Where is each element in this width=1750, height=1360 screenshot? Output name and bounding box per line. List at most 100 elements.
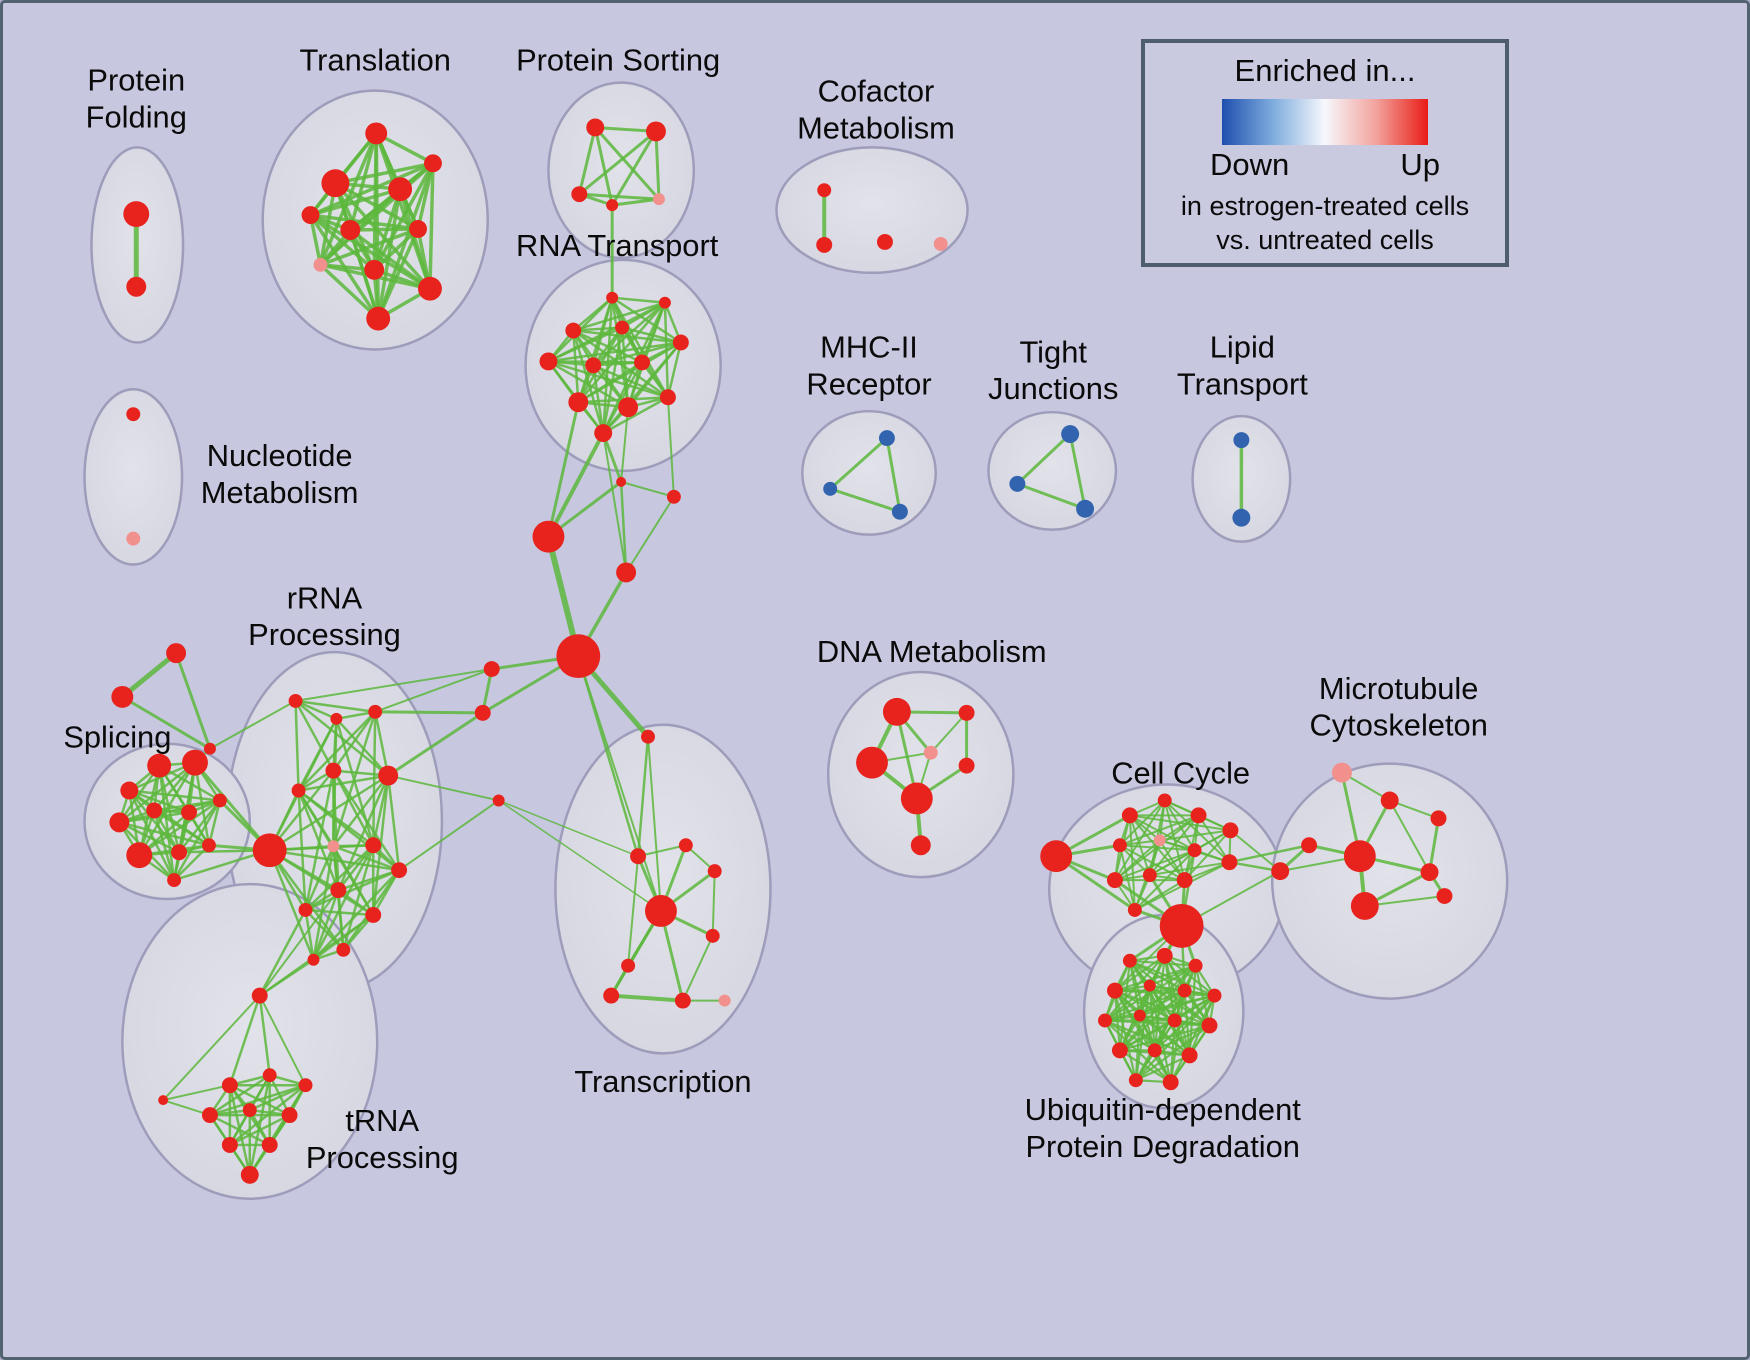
- cluster-rna-transport-label: RNA Transport: [516, 228, 719, 263]
- network-edge: [228, 1113, 291, 1147]
- network-edge: [308, 187, 402, 217]
- node-mc4: [1301, 837, 1318, 854]
- network-nodes-layer: [109, 118, 1453, 1184]
- node-rt12: [594, 424, 613, 443]
- node-rr13: [365, 906, 382, 923]
- node-ft2: [111, 685, 134, 708]
- node-dm7: [910, 835, 931, 856]
- network-edge: [1113, 849, 1196, 882]
- node-ub1: [1122, 953, 1137, 968]
- node-tj3: [1076, 499, 1095, 518]
- node-rr7: [252, 833, 287, 868]
- network-edge: [636, 735, 650, 858]
- cluster-splicing-label: Splicing: [63, 720, 171, 755]
- node-tr1: [321, 169, 350, 198]
- node-nm1: [126, 407, 141, 422]
- network-edge: [398, 799, 500, 872]
- network-edge: [1148, 964, 1197, 987]
- network-edge: [318, 263, 380, 321]
- network-edge: [572, 301, 667, 332]
- node-tj1: [1061, 425, 1080, 444]
- node-pf1: [123, 201, 150, 228]
- network-edge: [637, 844, 687, 858]
- network-edge: [294, 699, 377, 714]
- cluster-cofactor-metabolism-label: Cofactor: [818, 74, 935, 109]
- network-edge: [297, 789, 340, 892]
- network-edge: [547, 341, 683, 363]
- node-rr9: [365, 837, 382, 854]
- node-rr2: [330, 712, 343, 725]
- network-edge: [1103, 989, 1186, 1022]
- node-tr6: [423, 154, 442, 173]
- cluster-trna-processing-label: tRNA: [345, 1103, 419, 1138]
- network-edge: [1163, 799, 1196, 852]
- network-edge: [593, 125, 614, 207]
- network-edge: [593, 125, 661, 201]
- network-edge: [1128, 814, 1196, 852]
- node-ub9: [1133, 1009, 1146, 1022]
- node-tc10: [718, 994, 731, 1007]
- network-edge: [297, 710, 377, 792]
- node-mc5: [1343, 840, 1376, 873]
- node-rt11: [659, 389, 676, 406]
- node-ub3: [1188, 958, 1203, 973]
- network-edge: [625, 495, 675, 574]
- network-edge: [885, 436, 902, 514]
- network-edge: [1133, 879, 1186, 911]
- network-edge: [1113, 799, 1166, 882]
- node-tc7: [621, 958, 636, 973]
- network-edge: [1229, 829, 1282, 873]
- node-cc3: [1157, 793, 1172, 808]
- node-rt2: [565, 322, 582, 339]
- cluster-mhc-ii-receptor-label: Receptor: [806, 366, 931, 401]
- cluster-lipid-transport-label: Lipid: [1210, 329, 1275, 364]
- node-sp2: [147, 753, 172, 778]
- network-edge: [172, 799, 222, 882]
- network-edge: [297, 774, 390, 792]
- node-cm3: [876, 233, 893, 250]
- node-tr4: [340, 220, 361, 240]
- node-cm4: [933, 236, 948, 251]
- network-edge: [711, 870, 716, 937]
- cluster-mhc-ii-receptor-label: MHC-II: [820, 329, 918, 364]
- network-edge: [610, 129, 658, 207]
- node-cc15: [1271, 862, 1290, 881]
- cluster-ubiquitin-degradation-label: Ubiquitin-dependent: [1025, 1092, 1302, 1127]
- node-mc8: [1436, 888, 1453, 905]
- network-edge: [1015, 432, 1072, 486]
- network-edge: [602, 432, 628, 574]
- network-edge: [258, 994, 271, 1077]
- node-rr15: [307, 953, 320, 966]
- network-edge: [609, 993, 685, 1003]
- cluster-tight-junctions-label: Tight: [1019, 334, 1087, 369]
- network-edge: [268, 769, 335, 852]
- node-cn3: [532, 520, 565, 553]
- network-edge: [138, 799, 222, 857]
- node-tr5: [388, 177, 413, 202]
- legend-down-label: Down: [1210, 147, 1290, 182]
- network-edge: [118, 761, 197, 824]
- network-edge: [162, 994, 261, 1102]
- node-tc1: [641, 729, 655, 744]
- node-tc8: [603, 987, 620, 1004]
- network-edge: [177, 799, 222, 854]
- network-edge: [120, 695, 212, 751]
- legend-box: Enriched in... Down Up in estrogen-treat…: [1141, 39, 1509, 267]
- network-edge: [162, 1084, 231, 1102]
- network-edge: [376, 227, 420, 321]
- network-edge: [308, 213, 432, 291]
- node-ub13: [1147, 1043, 1162, 1058]
- network-edge: [152, 809, 176, 882]
- network-edge: [1015, 482, 1087, 511]
- node-dm2: [958, 704, 975, 721]
- network-edge: [577, 296, 614, 404]
- node-rt4: [658, 296, 671, 309]
- node-cc10: [1106, 872, 1123, 889]
- cluster-ubiquitin-degradation-label: Protein Degradation: [1025, 1129, 1299, 1164]
- node-mc2: [1380, 791, 1399, 810]
- network-edge: [601, 396, 670, 435]
- network-edge: [627, 855, 640, 967]
- network-edge: [318, 161, 435, 267]
- network-edge: [294, 699, 335, 772]
- cluster-trna-processing-label: Processing: [306, 1140, 459, 1175]
